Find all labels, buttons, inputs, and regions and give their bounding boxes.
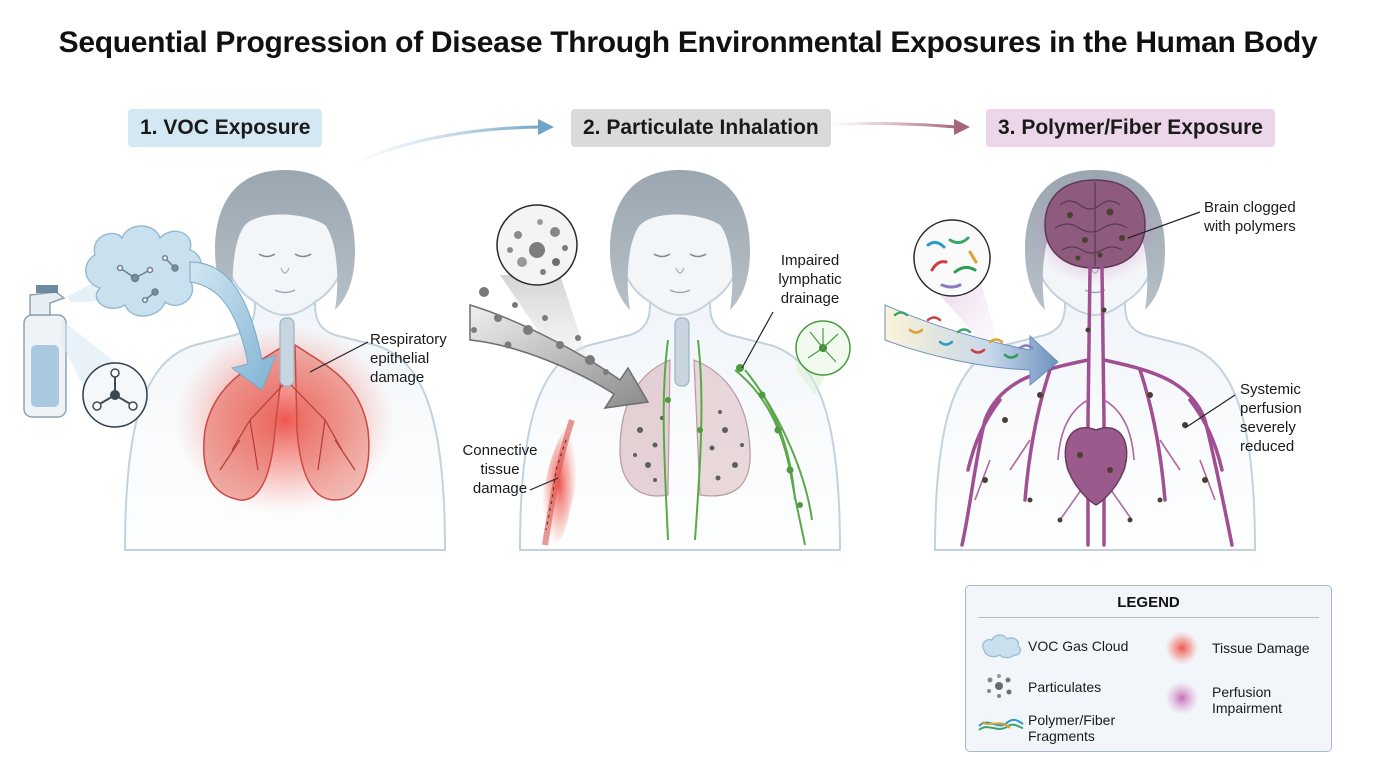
- diagram-title: Sequential Progression of Disease Throug…: [58, 26, 1318, 59]
- panel-particulate-inhalation: [469, 169, 851, 551]
- fiber-icon: [978, 718, 1024, 731]
- legend-divider: [978, 617, 1319, 618]
- cloud-icon: [982, 634, 1022, 659]
- spray-bottle-icon: [23, 285, 67, 418]
- heart: [1064, 427, 1128, 506]
- lymph-node-magnifier-icon: [795, 320, 851, 395]
- particles-icon: [987, 674, 1012, 698]
- voc-molecules-icon: [116, 254, 179, 304]
- lung-particulates: [633, 410, 744, 482]
- annotation-connective-tissue: Connective tissue damage: [462, 442, 538, 497]
- panel-polymer-fiber-exposure: [884, 169, 1256, 551]
- voc-inhalation-arrow: [189, 261, 277, 391]
- purple-glow-icon: [1165, 681, 1199, 715]
- particulate-magnifier-icon: [496, 204, 578, 286]
- legend-item-polymer-fiber-fragments: Polymer/Fiber Fragments: [1028, 712, 1116, 744]
- molecule-magnifier-icon: [82, 362, 148, 428]
- legend-item-tissue-damage: Tissue Damage: [1212, 640, 1310, 656]
- annotation-respiratory-damage: Respiratory epithelial damage: [370, 331, 447, 386]
- polymer-inhalation-arrow: [884, 304, 1059, 387]
- legend-item-particulates: Particulates: [1028, 679, 1102, 695]
- stage-label-voc-exposure: 1. VOC Exposure: [128, 109, 323, 147]
- legend-item-voc-gas-cloud: VOC Gas Cloud: [1028, 638, 1129, 654]
- annotation-lymphatic-drainage: Impaired lymphatic drainage: [778, 252, 842, 307]
- annotation-systemic-perfusion: Systemic perfusion severely reduced: [1240, 381, 1302, 455]
- red-glow-icon: [1165, 631, 1199, 665]
- annotation-brain-polymers: Brain clogged with polymers: [1204, 199, 1296, 235]
- stage-label-particulate-inhalation: 2. Particulate Inhalation: [571, 109, 831, 147]
- legend-title: LEGEND: [1117, 594, 1180, 611]
- panel-voc-exposure: [23, 169, 446, 551]
- stage-label-polymer-fiber-exposure: 3. Polymer/Fiber Exposure: [986, 109, 1275, 147]
- flow-arrow-2-to-3: [827, 122, 957, 129]
- legend-item-perfusion-impairment: Perfusion Impairment: [1212, 684, 1283, 716]
- trachea: [279, 317, 295, 387]
- fiber-magnifier-icon: [913, 219, 991, 297]
- flow-arrow-1-to-2: [344, 125, 541, 170]
- legend: LEGEND VOC Gas Cloud Tissue Damage Parti…: [965, 585, 1332, 752]
